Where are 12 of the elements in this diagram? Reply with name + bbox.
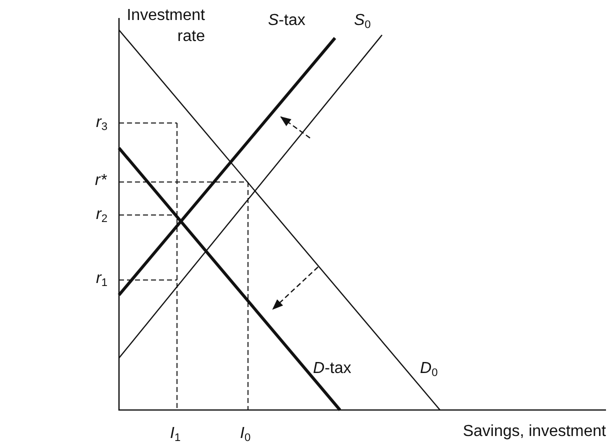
curve-label: S$_{0}$ xyxy=(354,12,371,30)
curve-label: S-tax xyxy=(268,12,306,30)
tick-label: I$_{1}$ xyxy=(170,425,181,443)
axis-title: Investment rate xyxy=(126,6,205,47)
tick-label: r$_{2}$ xyxy=(96,206,108,224)
axis-title: Savings, investment xyxy=(462,423,606,441)
tick-label: I$_{0}$ xyxy=(240,425,251,443)
tick-label: r* xyxy=(95,172,107,190)
tick-label: r$_{1}$ xyxy=(96,270,108,288)
curve-label: D$_{0}$ xyxy=(420,360,438,378)
curve-label: D-tax xyxy=(313,360,352,378)
tick-label: r$_{3}$ xyxy=(96,114,108,132)
